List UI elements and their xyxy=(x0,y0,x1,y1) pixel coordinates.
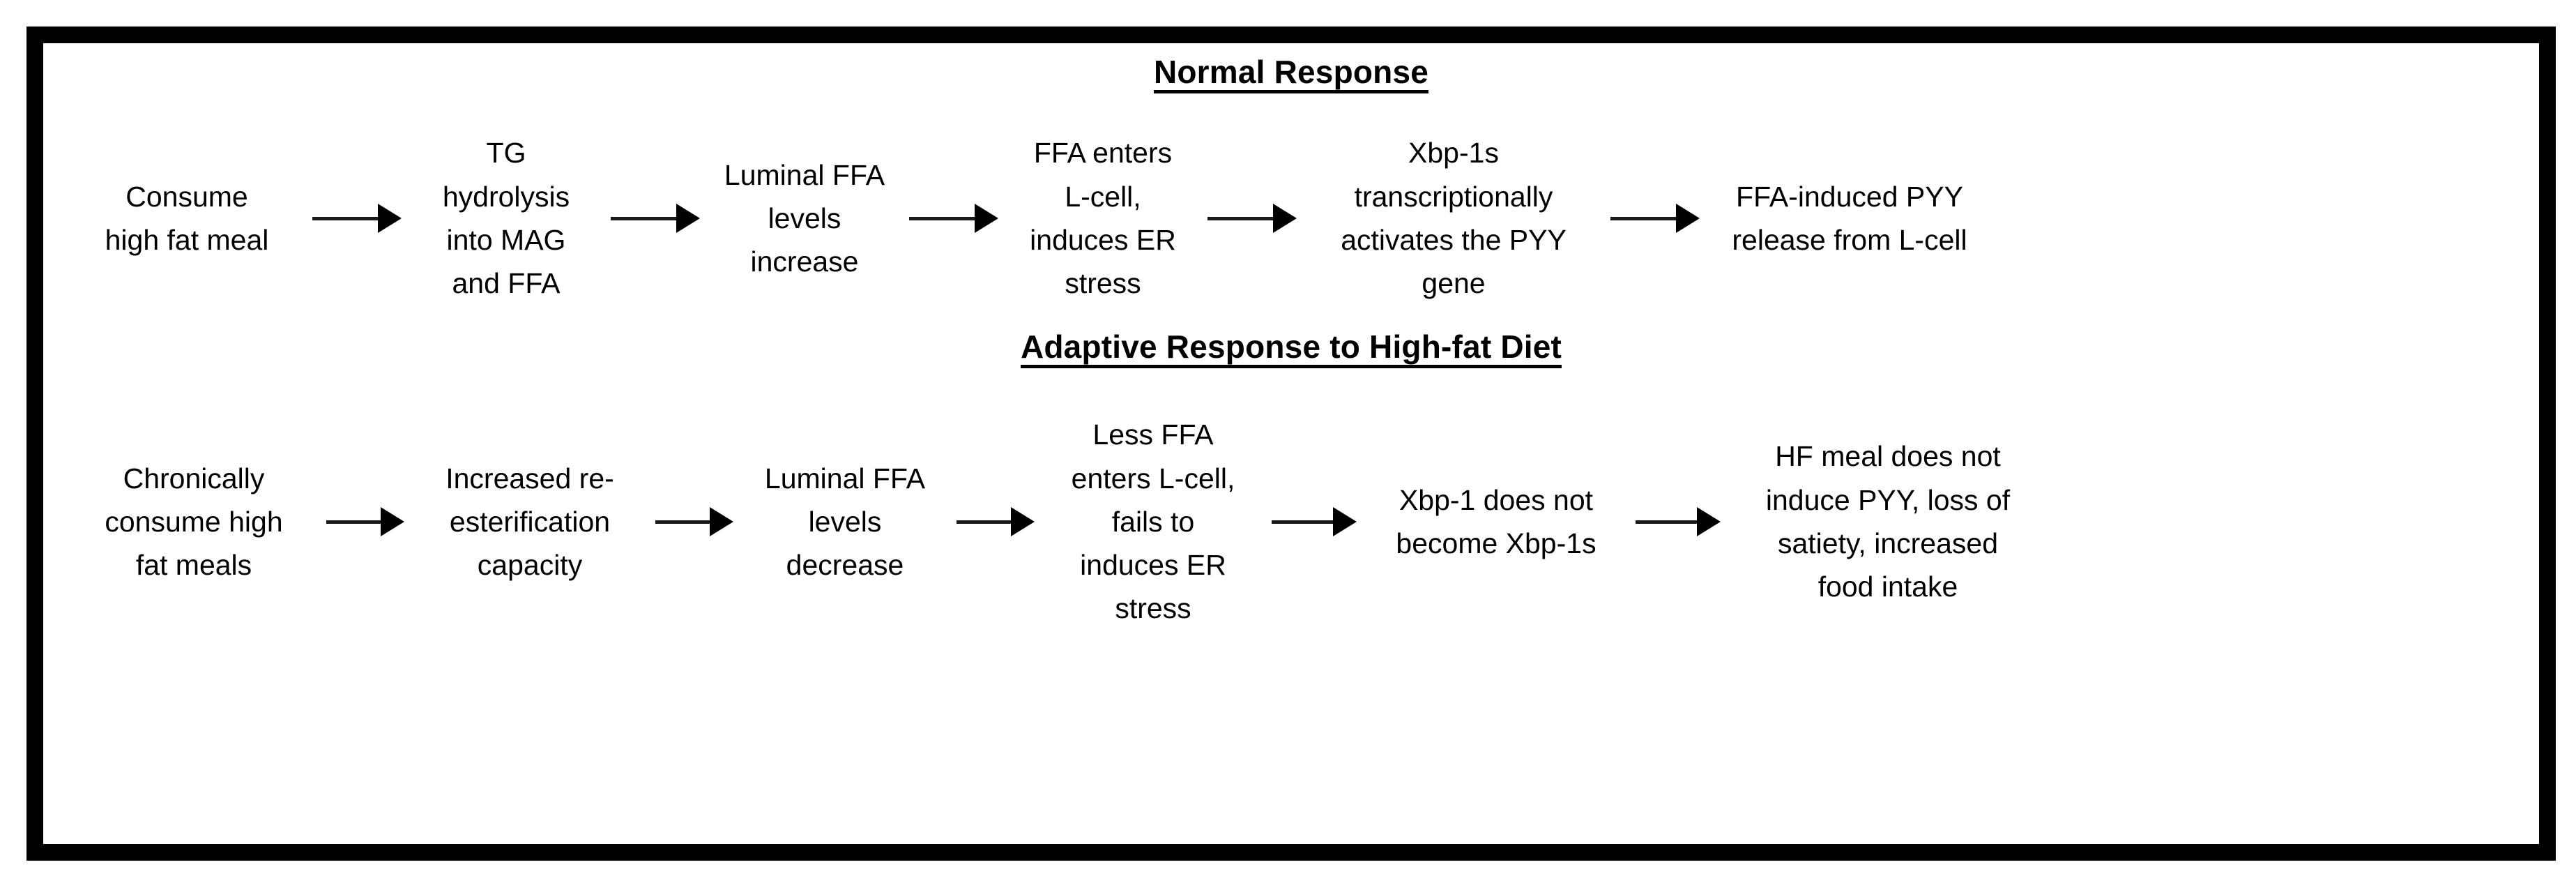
arrow-shaft xyxy=(326,520,381,524)
arrow-shaft xyxy=(655,520,710,524)
flow-arrow-2 xyxy=(655,507,733,536)
flow-node-xbp1-does-not-become-xbp1s: Xbp-1 does not become Xbp-1s xyxy=(1396,483,1596,559)
arrow-head-icon xyxy=(1697,507,1721,536)
flow-node-xbp1s-activates-pyy: Xbp-1s transcriptionally activates the P… xyxy=(1341,137,1567,300)
flow-node-increased-re-esterification: Increased re- esterification capacity xyxy=(445,462,614,582)
figure-border: Normal Response Consume high fat meal TG… xyxy=(26,27,2556,861)
arrow-shaft xyxy=(312,216,379,220)
arrow-shaft xyxy=(1272,520,1334,524)
arrow-head-icon xyxy=(975,204,998,233)
flow-node-ffa-enters-lcell: FFA enters L-cell, induces ER stress xyxy=(1030,137,1176,300)
section-adaptive-response: Adaptive Response to High-fat Diet xyxy=(43,331,2539,368)
flow-node-consume-high-fat-meal: Consume high fat meal xyxy=(105,180,269,256)
section-title-normal-response: Normal Response xyxy=(43,56,2539,93)
arrow-head-icon xyxy=(710,507,733,536)
arrow-head-icon xyxy=(381,507,404,536)
flow-arrow-4 xyxy=(1207,204,1297,233)
arrow-shaft xyxy=(909,216,975,220)
arrow-shaft xyxy=(1207,216,1274,220)
flow-adaptive-response: Chronically consume high fat meals Incre… xyxy=(43,382,2539,661)
flow-arrow-1 xyxy=(326,507,404,536)
flow-arrow-5 xyxy=(1636,507,1721,536)
flow-arrow-3 xyxy=(957,507,1035,536)
arrow-head-icon xyxy=(1273,204,1297,233)
flow-normal-response: Consume high fat meal TG hydrolysis into… xyxy=(43,103,2539,333)
flow-node-ffa-induced-pyy-release: FFA-induced PYY release from L-cell xyxy=(1732,180,1967,256)
arrow-head-icon xyxy=(1011,507,1035,536)
flow-node-luminal-ffa-decrease: Luminal FFA levels decrease xyxy=(764,462,926,582)
flow-node-tg-hydrolysis: TG hydrolysis into MAG and FFA xyxy=(442,137,570,300)
flow-arrow-2 xyxy=(611,204,700,233)
flow-arrow-1 xyxy=(312,204,402,233)
section-title-adaptive-response: Adaptive Response to High-fat Diet xyxy=(43,331,2539,368)
arrow-head-icon xyxy=(1333,507,1357,536)
arrow-shaft xyxy=(957,520,1012,524)
flow-node-luminal-ffa-increase: Luminal FFA levels increase xyxy=(724,158,885,278)
section-title-text: Normal Response xyxy=(1153,56,1429,93)
arrow-head-icon xyxy=(378,204,402,233)
flow-node-less-ffa-enters-lcell: Less FFA enters L-cell, fails to induces… xyxy=(1071,418,1235,625)
flow-arrow-4 xyxy=(1272,507,1357,536)
flow-node-hf-meal-no-pyy: HF meal does not induce PYY, loss of sat… xyxy=(1765,440,2011,603)
section-normal-response: Normal Response xyxy=(43,56,2539,93)
arrow-shaft xyxy=(1636,520,1698,524)
arrow-shaft xyxy=(1610,216,1677,220)
arrow-shaft xyxy=(611,216,677,220)
flow-node-chronically-consume-hf-meals: Chronically consume high fat meals xyxy=(105,462,283,582)
section-title-text: Adaptive Response to High-fat Diet xyxy=(1020,331,1562,368)
arrow-head-icon xyxy=(1676,204,1700,233)
flow-arrow-3 xyxy=(909,204,998,233)
flow-arrow-5 xyxy=(1610,204,1700,233)
arrow-head-icon xyxy=(676,204,700,233)
